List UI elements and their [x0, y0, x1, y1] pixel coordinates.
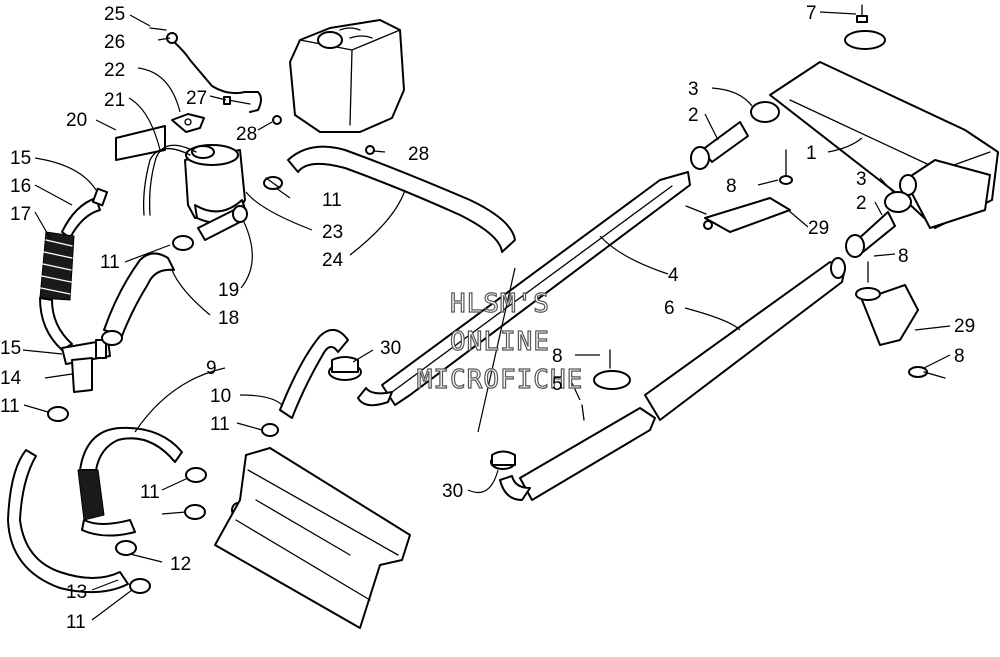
part-labels: 25 26 22 27 28 21 20 15 16 17 11 23 24 2…: [0, 3, 975, 633]
label-15-a: 15: [10, 148, 31, 169]
watermark-line-2: ONLINE: [450, 327, 550, 357]
leader-lines: [22, 11, 951, 621]
rod-26: [171, 39, 262, 113]
label-16: 16: [10, 176, 31, 197]
label-11-b: 11: [100, 252, 120, 273]
hose-9: [79, 426, 183, 471]
clamp-11-c: [47, 406, 151, 594]
label-18: 18: [218, 308, 239, 329]
label-6: 6: [664, 298, 675, 319]
label-8-b: 8: [898, 246, 909, 267]
label-1: 1: [806, 143, 817, 164]
label-25: 25: [104, 4, 125, 25]
label-3-b: 3: [856, 169, 867, 190]
label-24: 24: [322, 250, 344, 271]
label-8-a: 8: [726, 176, 737, 197]
fasteners: [581, 4, 946, 421]
label-5: 5: [552, 374, 563, 395]
hose-21: [142, 144, 197, 216]
cooler-1: [769, 61, 999, 229]
label-11-a: 11: [322, 190, 342, 211]
hose-16: [61, 197, 101, 239]
label-14: 14: [0, 368, 22, 389]
label-7: 7: [806, 3, 817, 24]
label-22: 22: [104, 60, 125, 81]
label-26: 26: [104, 32, 125, 53]
label-30-a: 30: [380, 338, 401, 359]
coolant-bottle: [171, 113, 248, 241]
label-8-c: 8: [552, 346, 563, 367]
label-2-b: 2: [856, 193, 867, 214]
label-21: 21: [104, 90, 125, 111]
label-17: 17: [10, 204, 31, 225]
label-9: 9: [206, 358, 217, 379]
label-11-c: 11: [0, 396, 20, 417]
label-28-a: 28: [236, 124, 257, 145]
label-13: 13: [66, 582, 87, 603]
label-28-b: 28: [408, 144, 429, 165]
watermark: HLSM'S ONLINE MICROFICHE: [416, 288, 584, 395]
coupler-lower: [845, 191, 912, 258]
label-12: 12: [170, 554, 191, 575]
bracket-29-upper: [703, 197, 791, 233]
label-23: 23: [322, 222, 343, 243]
watermark-line-3: MICROFICHE: [417, 365, 584, 395]
label-30-b: 30: [442, 481, 463, 502]
hose-24: [287, 145, 516, 253]
label-11-e: 11: [140, 482, 160, 503]
label-20: 20: [66, 110, 87, 131]
label-29-a: 29: [808, 218, 829, 239]
watermark-line-1: HLSM'S: [450, 289, 550, 319]
t-fitting-14: [61, 339, 111, 393]
clamp-11-b: [101, 235, 194, 346]
label-19: 19: [218, 280, 239, 301]
clamp-11-a: [263, 176, 283, 190]
heat-exchanger-6: [499, 257, 846, 501]
label-11-f: 11: [66, 612, 86, 633]
label-15-b: 15: [0, 338, 21, 359]
label-11-d: 11: [210, 414, 230, 435]
label-8-d: 8: [954, 346, 965, 367]
bracket-29-lower: [861, 284, 919, 346]
label-27: 27: [186, 88, 207, 109]
coil-9: [77, 469, 105, 521]
hose-10: [279, 329, 349, 419]
hose-13: [7, 449, 129, 594]
label-10: 10: [210, 386, 231, 407]
floor-panel: [214, 447, 411, 629]
label-2-a: 2: [688, 105, 699, 126]
label-29-b: 29: [954, 316, 975, 337]
spring-17: [39, 231, 75, 301]
coupler-upper: [690, 101, 780, 170]
fuel-tank: [289, 19, 405, 133]
bracket-20: [115, 125, 166, 161]
heat-exchanger-4: [357, 171, 691, 407]
label-4: 4: [668, 265, 679, 286]
hose-18: [103, 252, 175, 337]
label-3-a: 3: [688, 79, 699, 100]
